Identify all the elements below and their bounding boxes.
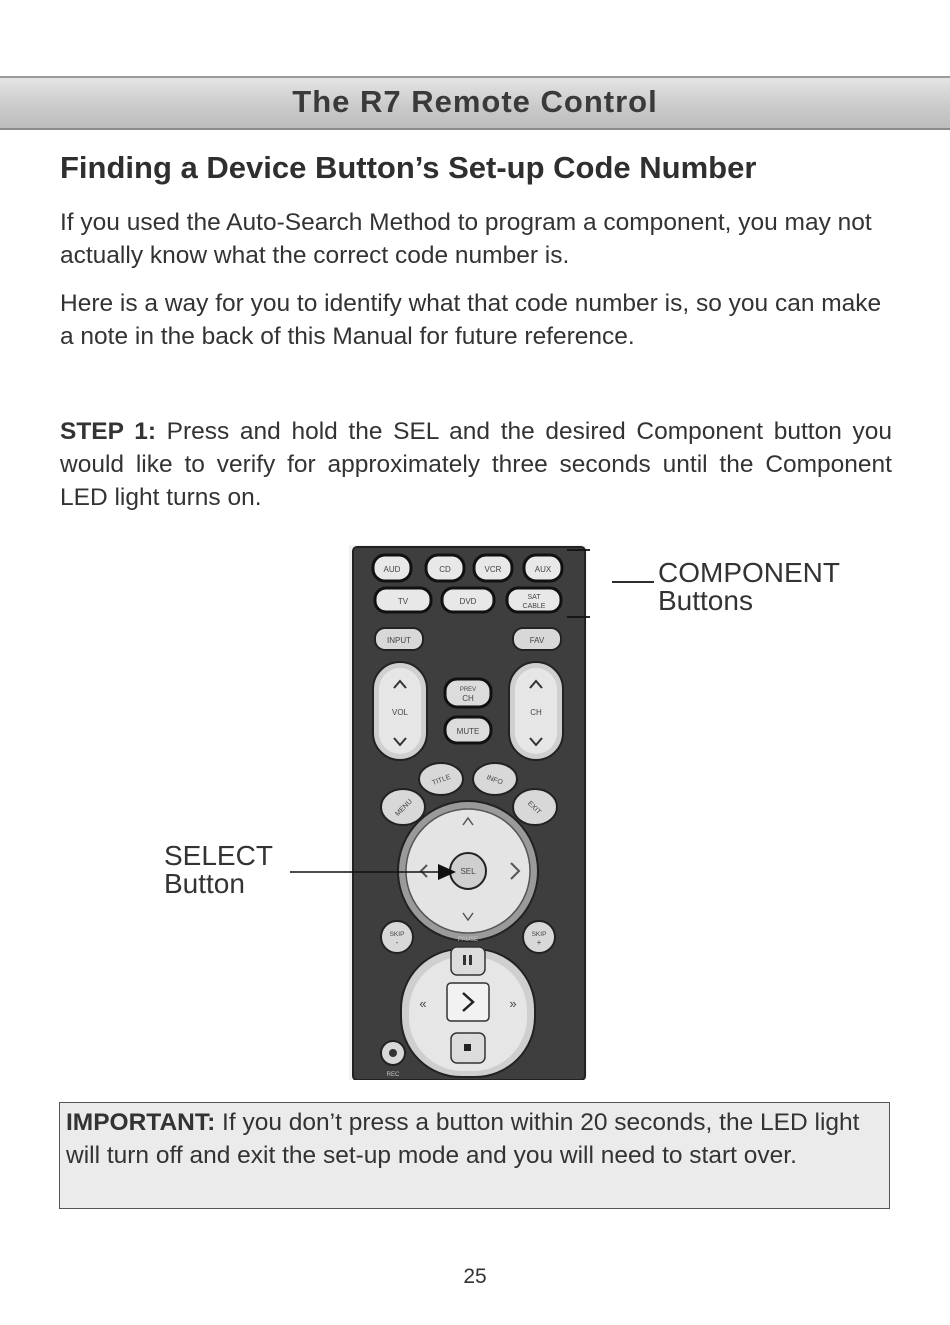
prev-ch-button[interactable]: PREV CH [443,677,493,709]
component-buttons-callout: COMPONENT Buttons [658,559,840,615]
aud-button[interactable]: AUD [371,553,413,583]
dvd-button[interactable]: DVD [440,586,496,614]
exit-button[interactable]: EXIT [512,788,558,826]
stop-button[interactable] [450,1032,486,1064]
svg-text:«: « [419,996,426,1011]
header-bar [0,76,950,130]
svg-text:PREV: PREV [460,687,476,693]
volume-rocker[interactable]: VOL [372,661,428,761]
select-arrowhead-icon [438,864,456,880]
title-button[interactable]: TITLE [418,762,464,796]
svg-text:CD: CD [439,565,451,574]
left-arrow-icon[interactable] [419,864,428,878]
fav-button[interactable]: FAV [512,627,562,651]
svg-text:CABLE: CABLE [523,603,546,610]
component-callout-line1: COMPONENT [658,557,840,588]
svg-text:SKIP: SKIP [390,931,405,938]
instruction-paragraph: Here is a way for you to identify what t… [60,290,882,350]
aux-button[interactable]: AUX [522,553,564,583]
svg-text:FAV: FAV [530,636,545,645]
svg-text:CH: CH [462,694,474,703]
cd-button[interactable]: CD [424,553,466,583]
svg-text:AUX: AUX [535,565,552,574]
remote-control-illustration: AUD CD VCR AUX TV DVD SAT CABLE INPUT FA… [349,545,590,1080]
info-button[interactable]: INFO [472,762,518,796]
svg-text:SEL: SEL [460,867,476,876]
select-button-callout: SELECT Button [164,842,273,898]
svg-text:AUD: AUD [384,565,401,574]
fast-forward-button[interactable]: » [509,996,516,1011]
skip-minus-button[interactable]: SKIP - [380,920,414,954]
play-button[interactable] [446,982,490,1022]
skip-plus-button[interactable]: SKIP + [522,920,556,954]
svg-text:DVD: DVD [460,597,477,606]
down-arrow-icon[interactable] [462,912,474,922]
svg-text:INPUT: INPUT [387,636,411,645]
rewind-button[interactable]: « [419,996,426,1011]
vcr-button[interactable]: VCR [472,553,514,583]
menu-button[interactable]: MENU [380,788,426,826]
svg-text:+: + [537,938,542,947]
rec-button[interactable]: REC [380,1040,406,1078]
page-number: 25 [463,1265,487,1288]
select-callout-line2: Button [164,868,245,899]
svg-text:REC: REC [387,1072,400,1078]
svg-text:SKIP: SKIP [532,931,547,938]
right-arrow-icon[interactable] [510,862,521,880]
svg-text:SAT: SAT [527,594,541,601]
up-arrow-icon[interactable] [462,816,474,826]
important-body: If you don’t press a button within 20 se… [66,1109,860,1169]
page-header-title: The R7 Remote Control [292,84,658,119]
svg-text:»: » [509,996,516,1011]
svg-text:VCR: VCR [485,565,502,574]
svg-text:-: - [396,938,399,947]
channel-rocker[interactable]: CH [508,661,564,761]
tv-button[interactable]: TV [373,586,433,614]
svg-text:MUTE: MUTE [457,727,480,736]
pause-label: PAUSE [458,937,478,943]
svg-text:CH: CH [530,708,542,717]
important-note-box: IMPORTANT: If you don’t press a button w… [59,1102,890,1209]
section-title: Finding a Device Button’s Set-up Code Nu… [60,150,757,185]
sat-cable-button[interactable]: SAT CABLE [505,586,563,614]
step-1-paragraph: STEP 1: Press and hold the SEL and the d… [60,415,892,514]
svg-text:VOL: VOL [392,708,409,717]
select-callout-line1: SELECT [164,840,273,871]
input-button[interactable]: INPUT [374,627,424,651]
pause-button[interactable] [450,946,486,976]
mute-button[interactable]: MUTE [443,715,493,745]
step-1-label: STEP 1: [60,418,156,445]
component-callout-line2: Buttons [658,585,753,616]
step-1-text: Press and hold the SEL and the desired C… [60,418,892,511]
important-note-text: IMPORTANT: If you don’t press a button w… [66,1106,881,1172]
intro-paragraph: If you used the Auto-Search Method to pr… [60,209,872,269]
important-label: IMPORTANT: [66,1109,216,1136]
svg-text:TV: TV [398,597,409,606]
